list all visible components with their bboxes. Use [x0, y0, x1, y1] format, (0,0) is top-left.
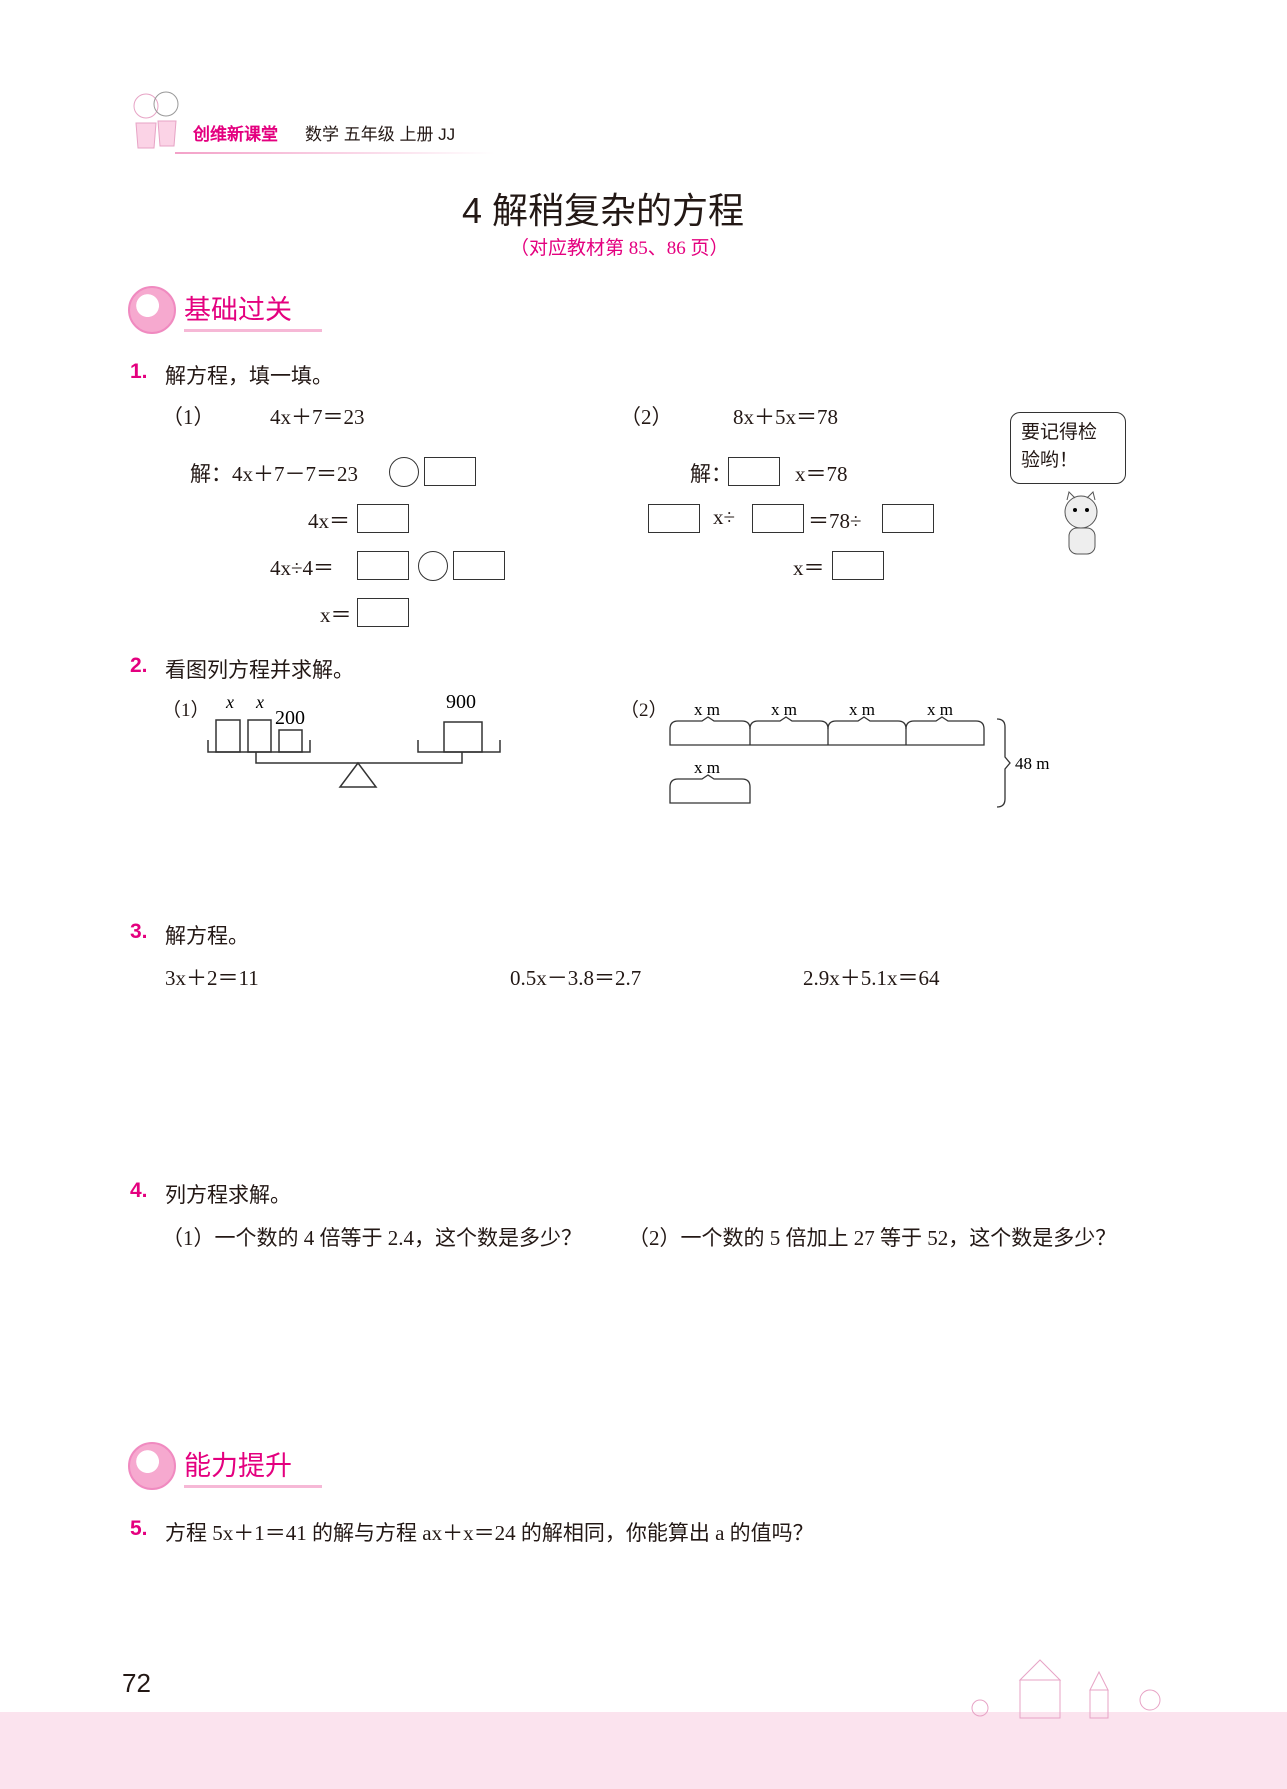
q4-part2: （2）一个数的 5 倍加上 27 等于 52，这个数是多少？	[628, 1226, 1117, 1250]
segment-label: x m	[694, 758, 720, 777]
operator-blank[interactable]	[389, 457, 419, 487]
header-divider	[175, 152, 495, 154]
header-book: 数学 五年级 上册 JJ	[305, 125, 456, 144]
segment-diagram: x m x m x m x m x m 48 m	[669, 700, 1049, 808]
beam	[255, 752, 463, 764]
brace	[669, 716, 751, 730]
q3-equation: 2.9x＋5.1x＝64	[803, 966, 940, 990]
q1-text: 解方程，填一填。	[165, 364, 333, 388]
page-title: 4 解稍复杂的方程	[462, 190, 745, 231]
section-advanced-label: 能力提升	[184, 1444, 322, 1488]
q3-text: 解方程。	[165, 924, 249, 948]
weight-900-block	[443, 721, 483, 753]
weight-200-block	[278, 729, 303, 753]
q1-number: 1.	[130, 360, 148, 383]
q1-p2-step2b: ＝78÷	[808, 509, 862, 533]
section-basic: 基础过关	[128, 286, 322, 334]
q2-number: 2.	[130, 654, 148, 677]
answer-box[interactable]	[453, 551, 505, 580]
right-pan	[417, 740, 501, 753]
q4-text: 列方程求解。	[165, 1183, 291, 1207]
segment-bar	[669, 787, 751, 804]
q1-p1-equation: 4x＋7＝23	[270, 405, 365, 429]
answer-box[interactable]	[424, 457, 476, 486]
q1-p1-label: （1）	[162, 405, 215, 429]
q1-p2-step2a: x÷	[713, 505, 736, 529]
brace	[905, 716, 985, 730]
x-block	[215, 719, 241, 753]
segment-bar	[669, 729, 985, 746]
answer-box[interactable]	[728, 457, 780, 486]
section-basic-label: 基础过关	[184, 288, 322, 332]
page-subtitle: （对应教材第 85、86 页）	[510, 238, 729, 259]
segment-label: x m	[694, 700, 720, 719]
q2-text: 看图列方程并求解。	[165, 658, 354, 682]
q1-p2-label: （2）	[620, 405, 673, 429]
weight-200-label: 200	[275, 707, 305, 729]
q1-p1-step4: x＝	[320, 603, 352, 627]
q5-number: 5.	[130, 1517, 148, 1540]
q5-text: 方程 5x＋1＝41 的解与方程 ax＋x＝24 的解相同，你能算出 a 的值吗…	[165, 1521, 814, 1545]
footer-band	[0, 1712, 1287, 1789]
left-pan	[207, 740, 311, 753]
segment-labels: x m x m x m x m x m 48 m	[694, 700, 1049, 777]
weight-900-label: 900	[446, 691, 476, 713]
castle-decoration-icon	[940, 1650, 1170, 1725]
section-icon	[128, 286, 176, 334]
q3-number: 3.	[130, 920, 148, 943]
brace	[749, 716, 829, 730]
q2-p1-label: （1）	[162, 700, 210, 721]
segment-label: x m	[927, 700, 953, 719]
q3-equation: 3x＋2＝11	[165, 966, 259, 990]
x-block	[247, 719, 272, 753]
x-label: x	[225, 692, 234, 712]
operator-blank[interactable]	[418, 551, 448, 581]
brace	[827, 716, 907, 730]
q1-p2-step1a: 解：	[690, 462, 732, 486]
section-icon	[128, 1442, 176, 1490]
total-label: 48 m	[1015, 754, 1049, 773]
cat-mascot-icon	[1055, 490, 1111, 567]
balance-diagram: x x 200 900	[207, 691, 501, 788]
q1-p2-step3: x＝	[793, 556, 825, 580]
speech-bubble: 要记得检 验哟！	[1010, 412, 1126, 484]
q1-p1-step3: 4x÷4＝	[270, 556, 335, 580]
answer-box[interactable]	[648, 504, 700, 533]
q2-p2-label: （2）	[620, 700, 668, 721]
answer-box[interactable]	[752, 504, 804, 533]
q1-p1-step2: 4x＝	[308, 509, 350, 533]
section-advanced: 能力提升	[128, 1442, 322, 1490]
page-number: 72	[122, 1668, 151, 1698]
q4-part1: （1）一个数的 4 倍等于 2.4，这个数是多少？	[162, 1226, 582, 1250]
segment-label: x m	[771, 700, 797, 719]
answer-box[interactable]	[832, 551, 884, 580]
fulcrum	[338, 761, 378, 788]
answer-box[interactable]	[882, 504, 934, 533]
q3-equation: 0.5x－3.8＝2.7	[510, 966, 642, 990]
q1-p2-step1b: x＝78	[795, 462, 848, 486]
x-label: x	[255, 692, 264, 712]
q4-number: 4.	[130, 1179, 148, 1202]
q1-p1-step1: 解：4x＋7－7＝23	[190, 462, 358, 486]
answer-box[interactable]	[357, 598, 409, 627]
segment-label: x m	[849, 700, 875, 719]
header-illustration	[128, 88, 183, 156]
header-brand: 创维新课堂	[193, 125, 278, 144]
q1-p2-equation: 8x＋5x＝78	[733, 405, 838, 429]
total-brace	[996, 718, 1011, 808]
answer-box[interactable]	[357, 551, 409, 580]
brace	[669, 774, 751, 788]
answer-box[interactable]	[357, 504, 409, 533]
